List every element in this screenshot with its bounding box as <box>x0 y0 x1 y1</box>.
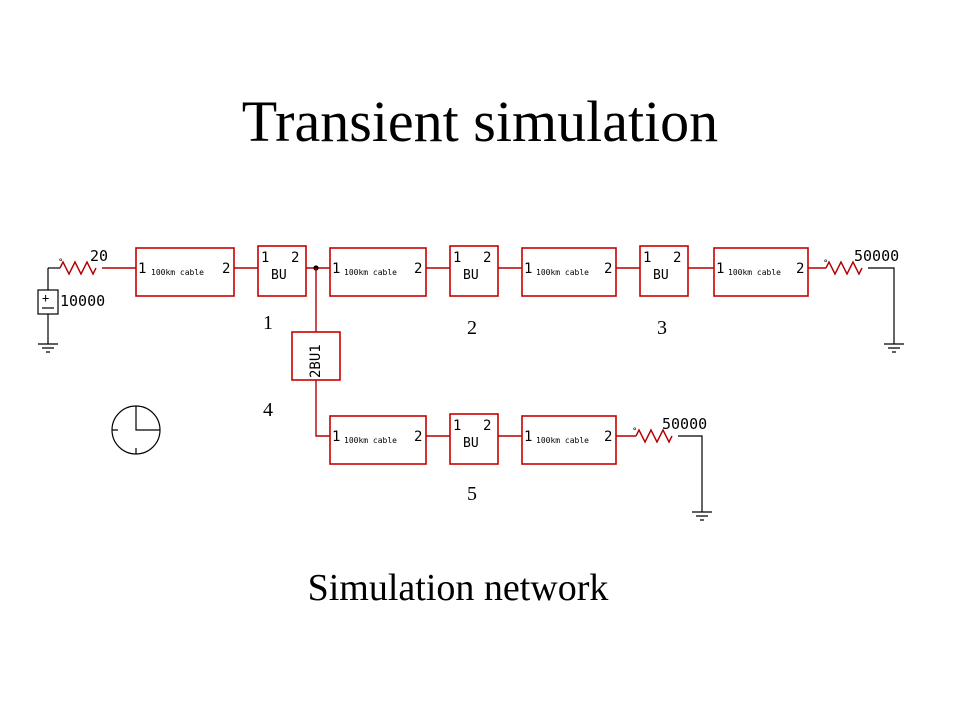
cable-port-2: 2 <box>604 261 612 277</box>
cable-label: 100km cable <box>344 436 397 445</box>
voltage-source <box>37 289 59 315</box>
cable-port-1: 1 <box>332 429 340 445</box>
node-number-1: 1 <box>263 312 273 334</box>
ground-icon <box>692 511 712 521</box>
voltage-source-plus: + <box>42 291 49 305</box>
cable-5: 1 100km cable 2 <box>329 415 427 465</box>
branching-unit-vertical <box>291 331 341 381</box>
node-number-2: 2 <box>467 317 477 339</box>
polarity-dot: ° <box>58 258 63 268</box>
branch-line: 2BU1 <box>291 268 341 437</box>
source-resistor-value: 20 <box>90 247 108 265</box>
bu-port-2: 2 <box>483 418 491 434</box>
bu-port-2: 2 <box>291 250 299 266</box>
node-number-3: 3 <box>657 317 667 339</box>
cable-port-2: 2 <box>414 261 422 277</box>
cable-6: 1 100km cable 2 <box>521 415 617 465</box>
bu-port-2: 2 <box>673 250 681 266</box>
bu-label: BU <box>463 436 479 451</box>
branching-unit-4: 1 2 BU <box>449 413 499 465</box>
branching-unit-2: 1 2 BU <box>449 245 499 297</box>
branch-load: ° 50000 <box>632 415 712 521</box>
cable-port-1: 1 <box>716 261 724 277</box>
bu-label: BU <box>653 268 669 283</box>
branching-unit-1: 1 2 BU <box>257 245 307 297</box>
cable-2: 1 100km cable 2 <box>329 247 427 297</box>
cable-4: 1 100km cable 2 <box>713 247 809 297</box>
bu-label: BU <box>463 268 479 283</box>
bu-port-1: 1 <box>643 250 651 266</box>
load-resistor <box>635 428 673 444</box>
load-resistor <box>825 260 863 276</box>
node-number-4: 4 <box>263 399 273 421</box>
load-resistor-value: 50000 <box>662 415 707 433</box>
diagram-caption: Simulation network <box>307 567 609 609</box>
bu-vertical-label: 2BU1 <box>308 344 324 378</box>
load-resistor-value: 50000 <box>854 247 899 265</box>
cable-port-2: 2 <box>414 429 422 445</box>
cable-label: 100km cable <box>536 436 589 445</box>
cable-label: 100km cable <box>728 268 781 277</box>
cable-3: 1 100km cable 2 <box>521 247 617 297</box>
polarity-dot: ° <box>823 259 828 269</box>
clock-icon <box>111 405 161 455</box>
cable-label: 100km cable <box>344 268 397 277</box>
cable-port-1: 1 <box>332 261 340 277</box>
bu-port-1: 1 <box>261 250 269 266</box>
branching-unit-3: 1 2 BU <box>639 245 689 297</box>
source-branch: ° 20 + 10000 <box>37 247 136 353</box>
polarity-dot: ° <box>632 427 637 437</box>
cable-1: 1 100km cable 2 <box>135 247 235 297</box>
cable-port-2: 2 <box>604 429 612 445</box>
cable-label: 100km cable <box>536 268 589 277</box>
page-title: Transient simulation <box>241 89 719 154</box>
cable-port-1: 1 <box>138 261 146 277</box>
cable-port-2: 2 <box>222 261 230 277</box>
voltage-source-value: 10000 <box>60 292 105 310</box>
bu-label: BU <box>271 268 287 283</box>
source-resistor <box>59 260 97 276</box>
node-number-5: 5 <box>467 483 477 505</box>
cable-port-2: 2 <box>796 261 804 277</box>
bu-port-1: 1 <box>453 250 461 266</box>
bu-port-1: 1 <box>453 418 461 434</box>
ground-icon <box>38 343 58 353</box>
ground-icon <box>884 343 904 353</box>
cable-port-1: 1 <box>524 261 532 277</box>
cable-label: 100km cable <box>151 268 204 277</box>
main-load: ° 50000 <box>823 247 904 353</box>
bu-port-2: 2 <box>483 250 491 266</box>
cable-port-1: 1 <box>524 429 532 445</box>
